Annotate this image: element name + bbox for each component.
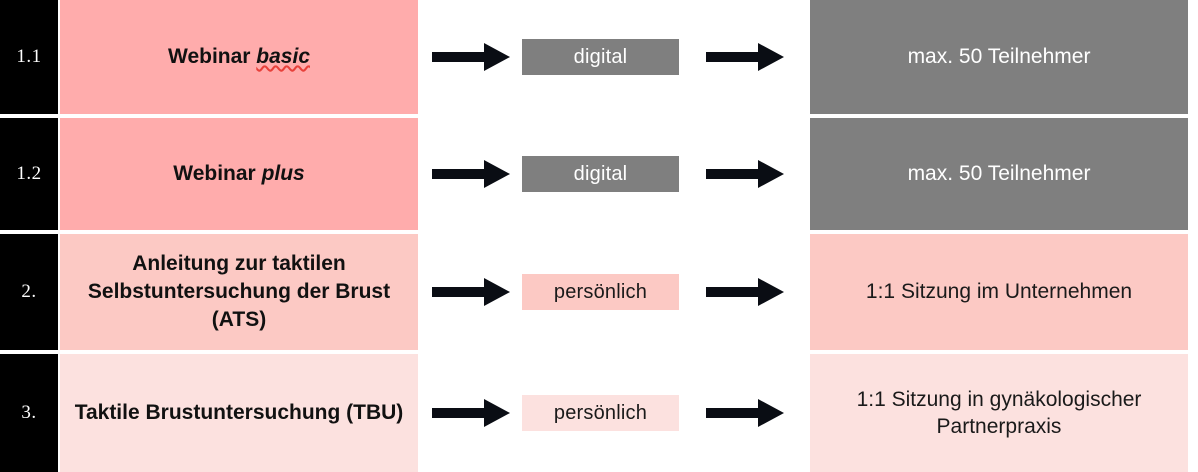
service-title-regular: Webinar (173, 162, 262, 186)
service-title-text: Webinar plus (173, 160, 304, 188)
row-number-label: 1.2 (16, 163, 42, 184)
right-arrow-icon (706, 160, 784, 188)
service-title-cell: Webinar plus (60, 118, 418, 230)
row-number-badge: 1.2 (0, 118, 58, 230)
flow-row: 3. Taktile Brustuntersuchung (TBU) persö… (0, 354, 1198, 472)
flow-row: 2. Anleitung zur taktilen Selbstuntersuc… (0, 234, 1198, 350)
row-number-label: 1.1 (16, 46, 42, 67)
delivery-format-badge: persönlich (522, 395, 679, 431)
delivery-format-badge: persönlich (522, 274, 679, 310)
row-number-label: 2. (21, 281, 37, 302)
right-arrow-icon (432, 43, 510, 71)
delivery-detail-cell: max. 50 Teilnehmer (810, 0, 1188, 114)
row-number-badge: 1.1 (0, 0, 58, 114)
service-title-text: Taktile Brustuntersuchung (TBU) (74, 401, 404, 425)
delivery-format-label: persönlich (553, 280, 648, 303)
row-number-badge: 3. (0, 354, 58, 472)
flow-row: 1.2 Webinar plus digital max. 50 Teilneh… (0, 118, 1198, 230)
right-arrow-icon (706, 278, 784, 306)
right-arrow-icon (706, 43, 784, 71)
delivery-detail-cell: 1:1 Sitzung in gynäkologischer Partnerpr… (810, 354, 1188, 472)
right-arrow-icon (706, 399, 784, 427)
delivery-format-badge: digital (522, 156, 679, 192)
service-title-text: Anleitung zur taktilen Selbstuntersuchun… (87, 252, 391, 331)
right-arrow-icon (432, 399, 510, 427)
delivery-format-label: persönlich (553, 401, 648, 424)
row-number-label: 3. (21, 402, 37, 423)
service-title-cell: Anleitung zur taktilen Selbstuntersuchun… (60, 234, 418, 350)
service-title-regular: Webinar (168, 45, 257, 69)
delivery-format-badge: digital (522, 39, 679, 75)
delivery-detail-cell: 1:1 Sitzung im Unternehmen (810, 234, 1188, 350)
delivery-detail-label: 1:1 Sitzung in gynäkologischer Partnerpr… (856, 387, 1142, 438)
delivery-detail-label: max. 50 Teilnehmer (907, 162, 1091, 186)
right-arrow-icon (432, 278, 510, 306)
delivery-format-label: digital (573, 45, 628, 68)
flow-row: 1.1 Webinar basic digital max. 50 Teilne… (0, 0, 1198, 114)
service-title-text: Webinar basic (168, 43, 310, 71)
right-arrow-icon (432, 160, 510, 188)
delivery-format-label: digital (573, 162, 628, 185)
row-number-badge: 2. (0, 234, 58, 350)
service-title-italic: basic (256, 45, 310, 69)
service-title-cell: Webinar basic (60, 0, 418, 114)
delivery-detail-label: 1:1 Sitzung im Unternehmen (865, 280, 1133, 304)
delivery-detail-label: max. 50 Teilnehmer (907, 45, 1091, 69)
delivery-detail-cell: max. 50 Teilnehmer (810, 118, 1188, 230)
service-title-cell: Taktile Brustuntersuchung (TBU) (60, 354, 418, 472)
service-title-italic: plus (261, 162, 305, 186)
